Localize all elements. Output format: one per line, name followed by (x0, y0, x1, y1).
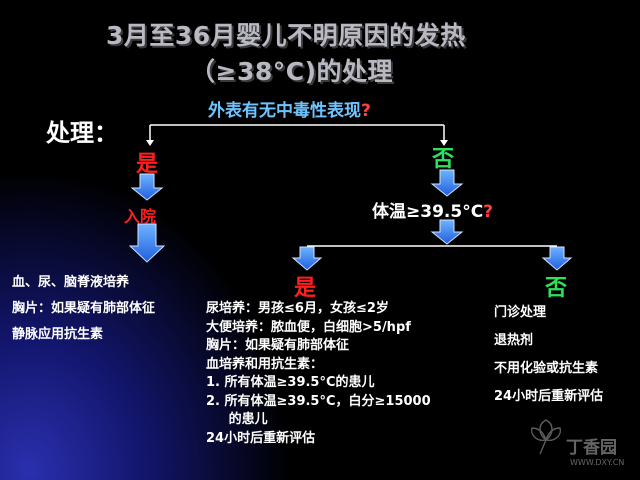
branch-yes-label: 是 (136, 152, 159, 177)
list-item: 血培养和用抗生素： (206, 356, 324, 372)
sub-yes-label: 是 (294, 276, 317, 301)
list-item: 的患儿 (206, 412, 268, 427)
temp-question: 体温≥39.5°C? (372, 197, 493, 222)
temp-question-mark: ? (483, 202, 494, 222)
list-item: 24小时后重新评估 (206, 430, 316, 446)
watermark-logo (530, 419, 562, 455)
root-left-arrowhead (146, 140, 154, 146)
list-item: 24小时后重新评估 (494, 389, 604, 404)
temp-down-arrow (430, 219, 464, 245)
list-item: 胸片：如果疑有肺部体征 (206, 338, 350, 353)
sub-no-list: 门诊处理 退热剂 不用化验或抗生素 24小时后重新评估 (494, 301, 603, 413)
branch-no-label: 否 (432, 147, 455, 172)
list-item: 大便培养：脓血便，白细胞>5/hpf (206, 319, 411, 335)
watermark-url: WWW.DXY.CN (570, 458, 625, 467)
sub-no-label: 否 (545, 276, 568, 301)
title-line-1: 3月至36月婴儿不明原因的发热 (106, 21, 466, 50)
list-item: 不用化验或抗生素 (494, 361, 599, 376)
temp-left-arrow (291, 246, 323, 271)
list-item: 门诊处理 (494, 305, 547, 320)
root-question-mark: ? (361, 101, 371, 121)
root-right-arrowhead (440, 140, 448, 146)
list-item: 胸片：如果疑有肺部体征 (12, 301, 156, 316)
list-item: 尿培养：男孩≤6月，女孩≤2岁 (206, 301, 389, 316)
admit-label: 入院 (124, 207, 157, 226)
section-label: 处理： (46, 119, 118, 147)
list-item: 1. 所有体温≥39.5°C的患儿 (206, 375, 375, 390)
title-line-2: （≥38°C)的处理 (190, 57, 394, 86)
list-item: 静脉应用抗生素 (12, 327, 104, 342)
temp-question-text: 体温≥39.5°C (372, 202, 484, 222)
temp-right-arrow (541, 246, 573, 271)
list-item: 2. 所有体温≥39.5°C，白分≥15000 (206, 393, 431, 409)
list-item: 血、尿、脑脊液培养 (12, 275, 130, 290)
admit-to-list-arrow (128, 223, 166, 263)
watermark-name: 丁香园 (566, 438, 617, 458)
sub-yes-list: 尿培养：男孩≤6月，女孩≤2岁 大便培养：脓血便，白细胞>5/hpf 胸片：如果… (206, 300, 431, 448)
no-to-temp-arrow (430, 169, 464, 197)
yes-to-admit-arrow (130, 173, 164, 201)
root-question-text: 外表有无中毒性表现 (208, 101, 361, 121)
root-split-bracket (149, 124, 445, 141)
list-item: 退热剂 (494, 333, 534, 348)
root-question: 外表有无中毒性表现? (208, 96, 371, 121)
branch-yes-list: 血、尿、脑脊液培养 胸片：如果疑有肺部体征 静脉应用抗生素 (12, 271, 155, 349)
